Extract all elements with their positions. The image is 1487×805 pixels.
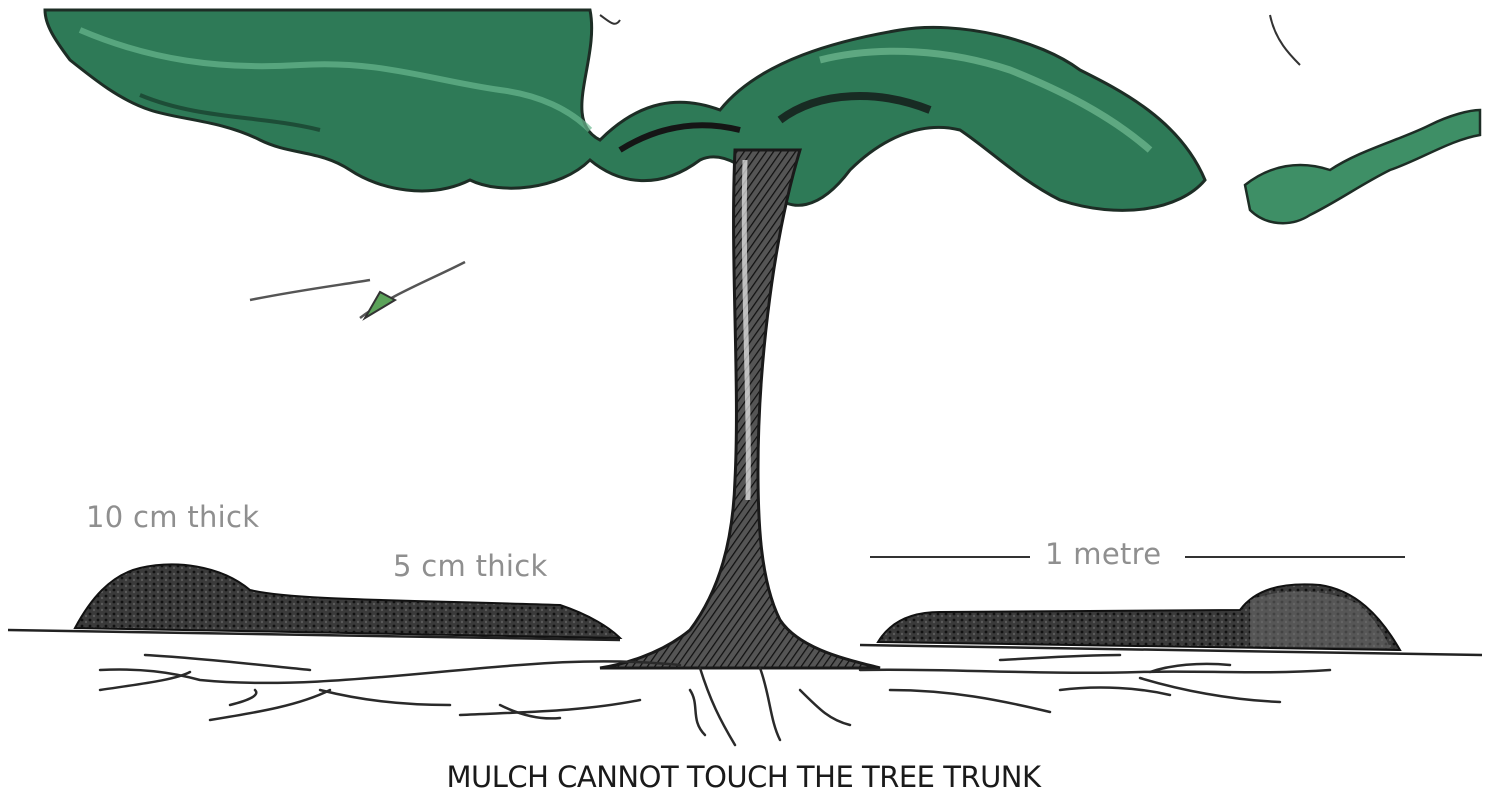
label-5cm-thick: 5 cm thick (393, 549, 548, 583)
tree-trunk (600, 150, 880, 668)
label-10cm-thick: 10 cm thick (86, 500, 259, 534)
label-1-metre: 1 metre (1045, 537, 1161, 571)
diagram-caption: MULCH CANNOT TOUCH THE TREE TRUNK (0, 760, 1487, 794)
falling-leaf-icon (250, 262, 465, 318)
